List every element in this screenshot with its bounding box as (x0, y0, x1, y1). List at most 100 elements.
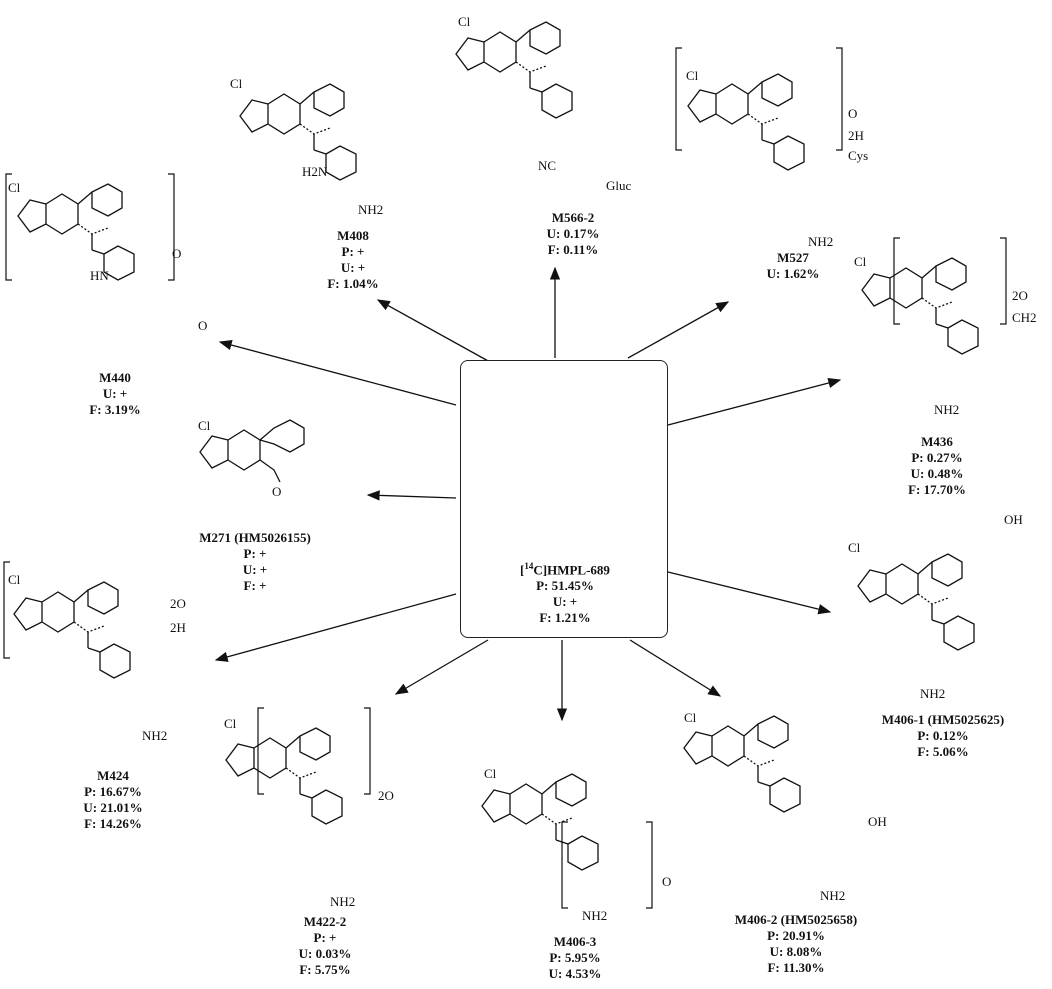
m436-atom-2o: 2O (1012, 288, 1028, 303)
structure-m4061 (857, 553, 975, 651)
m436-line-3: F: 17.70% (908, 482, 966, 497)
structure-m4222 (225, 707, 371, 825)
m440-atom-o: O (172, 246, 181, 261)
m408-atom-cl: Cl (230, 76, 243, 91)
m566-name: M566-2 (551, 210, 595, 225)
m566-atom-cl: Cl (458, 14, 471, 29)
label-m4061: M406-1 (HM5025625) P: 0.12% F: 5.06% (848, 712, 1038, 760)
m566-line-1: U: 0.17% (546, 226, 600, 241)
arrow-to-m436 (667, 377, 842, 426)
label-m527: M527 U: 1.62% (748, 250, 838, 282)
m424-atom-2h: 2H (170, 620, 186, 635)
arrow-to-m271 (366, 490, 457, 501)
m440-atom-o2: O (198, 318, 207, 333)
m4063-atom-nh2: NH2 (582, 908, 607, 923)
m440-atom-cl: Cl (8, 180, 21, 195)
structure-m566 (455, 21, 573, 119)
m436-line-1: P: 0.27% (911, 450, 963, 465)
label-m424: M424 P: 16.67% U: 21.01% F: 14.26% (58, 768, 168, 832)
label-m4063: M406-3 P: 5.95% U: 4.53% (520, 934, 630, 982)
label-m436: M436 P: 0.27% U: 0.48% F: 17.70% (882, 434, 992, 498)
m4063-atom-o: O (662, 874, 671, 889)
center-plasma: P: 51.45% (536, 578, 594, 594)
label-m566: M566-2 U: 0.17% F: 0.11% (518, 210, 628, 258)
m4063-line-2: U: 4.53% (548, 966, 602, 981)
arrow-to-m424 (214, 593, 457, 662)
m4062-line-2: U: 8.08% (769, 944, 823, 959)
m440-line-2: F: 3.19% (89, 402, 141, 417)
m566-atom-nc: NC (538, 158, 556, 173)
m4222-name: M422-2 (303, 914, 347, 929)
m271-line-1: P: + (243, 546, 267, 561)
m440-name: M440 (99, 370, 131, 385)
m408-line-3: F: 1.04% (327, 276, 379, 291)
structure-m271 (199, 419, 305, 483)
m527-name: M527 (777, 250, 809, 265)
m4061-line-1: P: 0.12% (917, 728, 969, 743)
m4061-line-2: F: 5.06% (917, 744, 969, 759)
label-m408: M408 P: + U: + F: 1.04% (298, 228, 408, 292)
m4063-line-1: P: 5.95% (549, 950, 601, 965)
arrow-to-m4061 (667, 571, 832, 615)
arrow-to-m4222 (394, 639, 489, 695)
m527-atom-cl: Cl (686, 68, 699, 83)
m4222-line-2: U: 0.03% (298, 946, 352, 961)
m4061-atom-cl: Cl (848, 540, 861, 555)
m4061-atom-oh: OH (1004, 512, 1023, 527)
m424-line-1: P: 16.67% (84, 784, 142, 799)
m4222-atom-cl: Cl (224, 716, 237, 731)
m527-atom-o: O (848, 106, 857, 121)
arrow-to-m440 (218, 339, 457, 406)
m436-atom-nh2: NH2 (934, 402, 959, 417)
parent-compound-box (460, 360, 668, 638)
m271-name: M271 (HM5026155) (199, 530, 311, 545)
m440-atom-hn: HN (90, 268, 109, 283)
m424-name: M424 (97, 768, 129, 783)
m424-atom-2o: 2O (170, 596, 186, 611)
m424-line-3: F: 14.26% (84, 816, 142, 831)
m4062-name: M406-2 (HM5025658) (734, 912, 858, 927)
arrow-to-m4062 (629, 639, 722, 697)
m424-line-2: U: 21.01% (83, 800, 143, 815)
m408-atom-h2n: H2N (302, 164, 328, 179)
center-urine: U: + (552, 594, 578, 610)
structure-m440 (5, 173, 175, 281)
m4063-name: M406-3 (553, 934, 597, 949)
structure-m424 (3, 561, 131, 679)
m436-name: M436 (921, 434, 953, 449)
label-m4062: M406-2 (HM5025658) P: 20.91% U: 8.08% F:… (706, 912, 886, 976)
m271-line-2: U: + (242, 562, 268, 577)
m436-line-2: U: 0.48% (910, 466, 964, 481)
m566-atom-gluc: Gluc (606, 178, 632, 193)
reaction-arrows (214, 266, 842, 722)
structure-m4063 (481, 773, 653, 909)
m4222-line-1: P: + (313, 930, 337, 945)
arrow-to-m408 (376, 299, 491, 363)
label-m271: M271 (HM5026155) P: + U: + F: + (180, 530, 330, 594)
m4222-atom-nh2: NH2 (330, 894, 355, 909)
m271-atom-o: O (272, 484, 281, 499)
m4062-atom-nh2: NH2 (820, 888, 845, 903)
m271-atom-cl: Cl (198, 418, 211, 433)
m527-atom-cys: Cys (848, 148, 868, 163)
center-feces: F: 1.21% (539, 610, 591, 626)
center-name-text: C]HMPL-689 (533, 562, 610, 578)
m408-line-1: P: + (341, 244, 365, 259)
center-name-isotope: 14 (524, 561, 534, 571)
m436-atom-cl: Cl (854, 254, 867, 269)
m4061-name: M406-1 (HM5025625) (881, 712, 1005, 727)
m527-atom-2h: 2H (848, 128, 864, 143)
m4063-atom-cl: Cl (484, 766, 497, 781)
m408-atom-nh2: NH2 (358, 202, 383, 217)
label-m440: M440 U: + F: 3.19% (60, 370, 170, 418)
arrow-to-m527 (627, 301, 730, 359)
m408-line-2: U: + (340, 260, 366, 275)
m527-atom-nh2: NH2 (808, 234, 833, 249)
m271-line-3: F: + (243, 578, 267, 593)
m527-line-1: U: 1.62% (766, 266, 820, 281)
m408-name: M408 (337, 228, 369, 243)
center-name-bracket: [ (520, 562, 525, 578)
center-name: [14C]HMPL-689 (500, 558, 630, 578)
